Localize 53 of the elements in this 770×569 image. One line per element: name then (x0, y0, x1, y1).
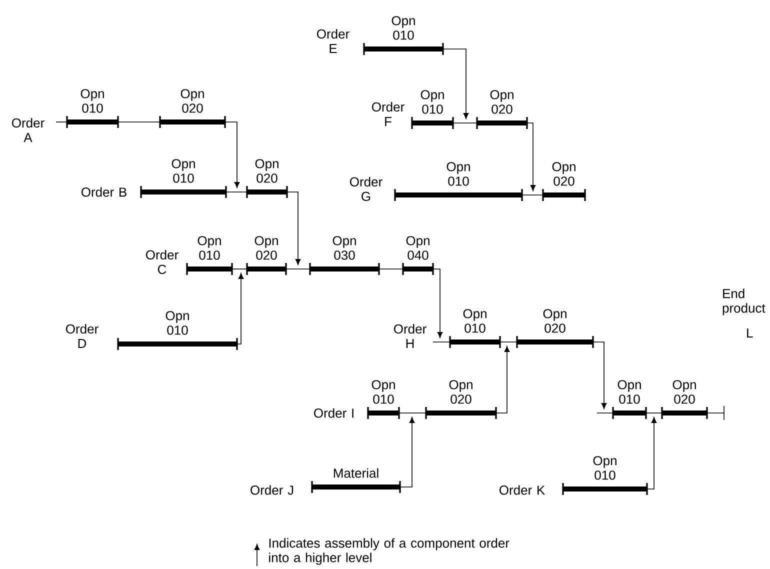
operation-label: Opn 010 (198, 236, 221, 260)
end-product-label: L (747, 328, 753, 338)
order-label: Order I (314, 408, 354, 418)
operation-label: Opn 010 (463, 309, 486, 333)
operation-label: Opn 010 (446, 162, 470, 186)
operation-label: Opn 020 (449, 380, 472, 404)
operation-label: Opn 010 (420, 90, 444, 114)
connecting-line (232, 268, 248, 270)
assembly-arrow (224, 122, 240, 188)
operation-label: Opn 040 (406, 236, 430, 260)
assembly-arrow (496, 346, 510, 414)
operation-label: Opn 010 (166, 311, 189, 335)
order-label: Order C (146, 250, 178, 274)
connecting-line (398, 412, 426, 414)
operation-label: Opn 010 (80, 89, 104, 113)
end-product-label: End product (722, 288, 766, 316)
operation-label: Opn 010 (618, 380, 641, 404)
operation-label: Opn 020 (543, 309, 566, 333)
connecting-line (522, 194, 544, 196)
operation-label: Opn 020 (255, 159, 278, 183)
assembly-arrow (286, 192, 301, 265)
assembly-arrow (526, 122, 536, 191)
operation-label: Opn 020 (490, 90, 514, 114)
operation-label: Opn 010 (392, 16, 415, 40)
order-label: Order E (317, 29, 350, 53)
order-label: Order H (394, 324, 426, 348)
operation-label: Opn 010 (593, 456, 616, 480)
connecting-line (452, 122, 478, 124)
operation-label: Material (334, 468, 378, 478)
order-label: Order A (12, 118, 44, 142)
operation-label: Opn 010 (372, 380, 395, 404)
operation-label: Opn 020 (552, 162, 576, 186)
assembly-arrow (432, 268, 443, 338)
operation-label: Opn 010 (172, 159, 195, 183)
order-label: Order B (82, 187, 126, 197)
connecting-line (646, 412, 662, 414)
operation-label: Opn 020 (254, 236, 278, 260)
order-label: Order D (66, 324, 98, 348)
connecting-line (378, 268, 404, 270)
assembly-arrow (592, 342, 607, 409)
order-label: Order F (372, 102, 404, 126)
connecting-line (286, 268, 310, 270)
legend-text: Indicates assembly of a component order into a higher level (269, 538, 510, 565)
assembly-arrow (646, 417, 657, 490)
order-label: Order G (350, 176, 382, 202)
assembly-arrow (442, 48, 469, 119)
order-label: Order J (250, 485, 294, 495)
operation-label: Opn 020 (672, 380, 696, 404)
operation-label: Opn 030 (332, 236, 356, 260)
assembly-arrow (400, 417, 415, 488)
assembly-arrow (236, 273, 244, 344)
order-label: Order K (500, 485, 545, 495)
operation-label: Opn 020 (180, 89, 204, 113)
